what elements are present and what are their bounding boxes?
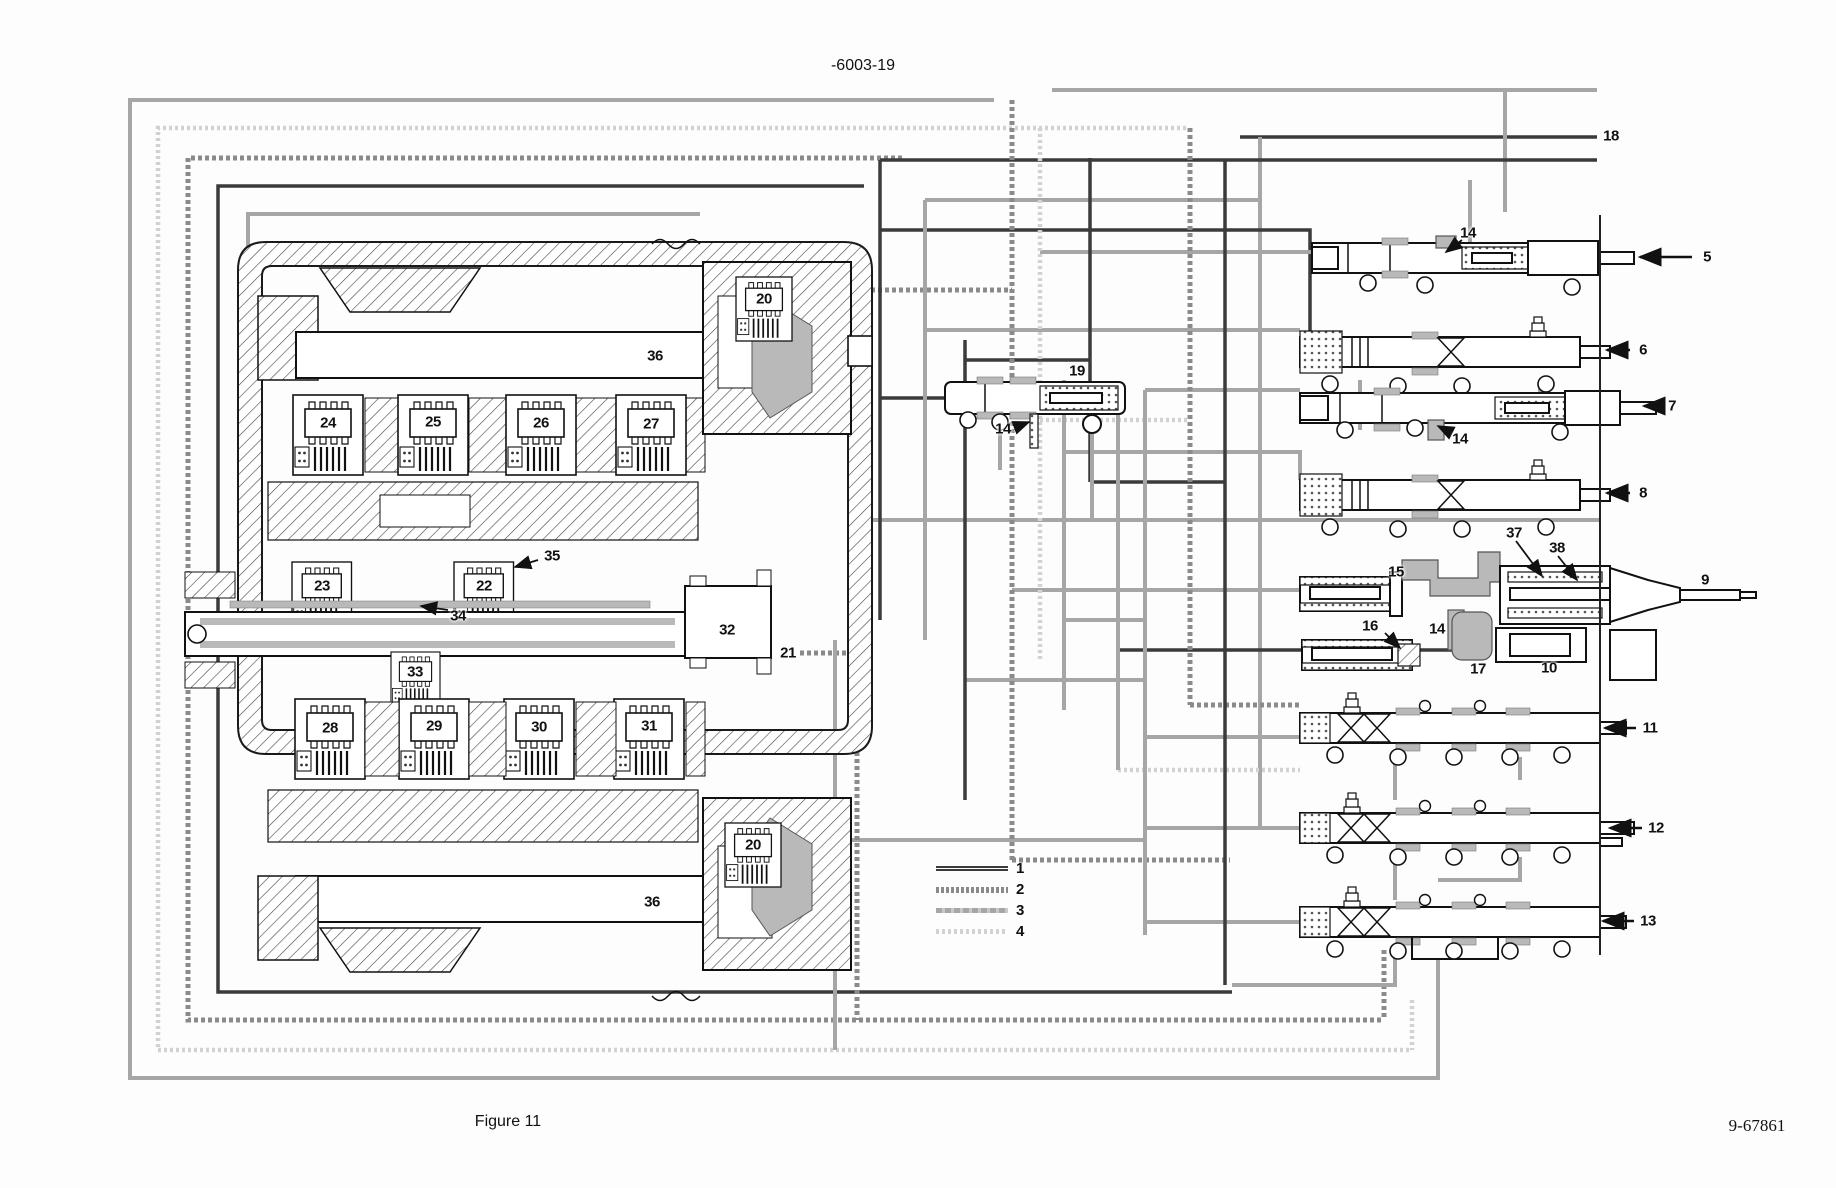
drawing-title: -6003-19 xyxy=(830,57,896,74)
callout-label: 22 xyxy=(476,577,492,595)
leader-arrows xyxy=(419,236,1692,931)
legend-line-sample xyxy=(936,908,1008,913)
callout-label: 14 xyxy=(1460,224,1476,242)
callout-label: 38 xyxy=(1549,539,1565,557)
doc-number: 9-67861 xyxy=(1728,1116,1786,1135)
callout-label: 35 xyxy=(544,547,560,565)
legend-row: 4 xyxy=(936,921,1046,942)
callout-label: 12 xyxy=(1648,819,1664,837)
gearbox-cross-section xyxy=(184,238,873,1002)
legend-row: 1 xyxy=(936,858,1046,879)
callout-label: 7 xyxy=(1668,397,1676,415)
callout-label: 27 xyxy=(643,415,659,433)
callout-label: 9 xyxy=(1701,571,1709,589)
callout-label: 19 xyxy=(1069,362,1085,380)
legend-line-sample xyxy=(936,866,1008,871)
callout-label: 31 xyxy=(641,717,657,735)
callout-label: 32 xyxy=(719,621,735,639)
valve-11 xyxy=(1299,692,1627,766)
callout-label: 14 xyxy=(1429,620,1445,638)
legend-line-sample xyxy=(936,929,1008,934)
legend-label: 2 xyxy=(1016,881,1025,898)
callout-label: 23 xyxy=(314,577,330,595)
callout-label: 14 xyxy=(995,420,1011,438)
callout-label: 16 xyxy=(1362,617,1378,635)
callout-label: 8 xyxy=(1639,484,1647,502)
callout-label: 18 xyxy=(1603,127,1619,145)
valve-5 xyxy=(1311,235,1635,296)
callout-label: 37 xyxy=(1506,524,1522,542)
callout-label: 29 xyxy=(426,717,442,735)
callout-label: 5 xyxy=(1703,248,1711,266)
callout-label: 13 xyxy=(1640,912,1656,930)
callout-label: 6 xyxy=(1639,341,1647,359)
callout-label: 26 xyxy=(533,414,549,432)
legend-label: 1 xyxy=(1016,860,1025,877)
legend-line-sample xyxy=(936,886,1008,893)
callout-label: 11 xyxy=(1642,719,1658,737)
callout-label: 30 xyxy=(531,718,547,736)
legend-row: 2 xyxy=(936,879,1046,900)
callout-label: 33 xyxy=(407,663,423,681)
callout-label: 21 xyxy=(780,644,796,662)
callout-label: 24 xyxy=(320,414,336,432)
legend-row: 3 xyxy=(936,900,1046,921)
legend-label: 3 xyxy=(1016,902,1025,919)
valve-9-assembly xyxy=(1299,551,1757,681)
callout-label: 17 xyxy=(1470,660,1486,678)
callout-label: 28 xyxy=(322,719,338,737)
callout-label: 36 xyxy=(647,347,663,365)
valve-13 xyxy=(1299,886,1627,960)
callout-label: 15 xyxy=(1388,563,1404,581)
valve-19 xyxy=(944,376,1126,449)
valve-8 xyxy=(1299,459,1611,538)
valve-7 xyxy=(1299,387,1657,441)
callout-label: 10 xyxy=(1541,659,1557,677)
legend-label: 4 xyxy=(1016,923,1025,940)
callout-label: 25 xyxy=(425,413,441,431)
valve-12 xyxy=(1299,792,1635,866)
callout-label: 36 xyxy=(644,893,660,911)
callout-label: 20 xyxy=(756,290,772,308)
line-type-legend: 1 2 3 4 xyxy=(936,858,1046,942)
figure-caption: Figure 11 xyxy=(474,1113,542,1130)
callout-label: 14 xyxy=(1452,430,1468,448)
callout-label: 20 xyxy=(745,836,761,854)
valve-6 xyxy=(1299,316,1611,395)
callout-label: 34 xyxy=(450,607,466,625)
